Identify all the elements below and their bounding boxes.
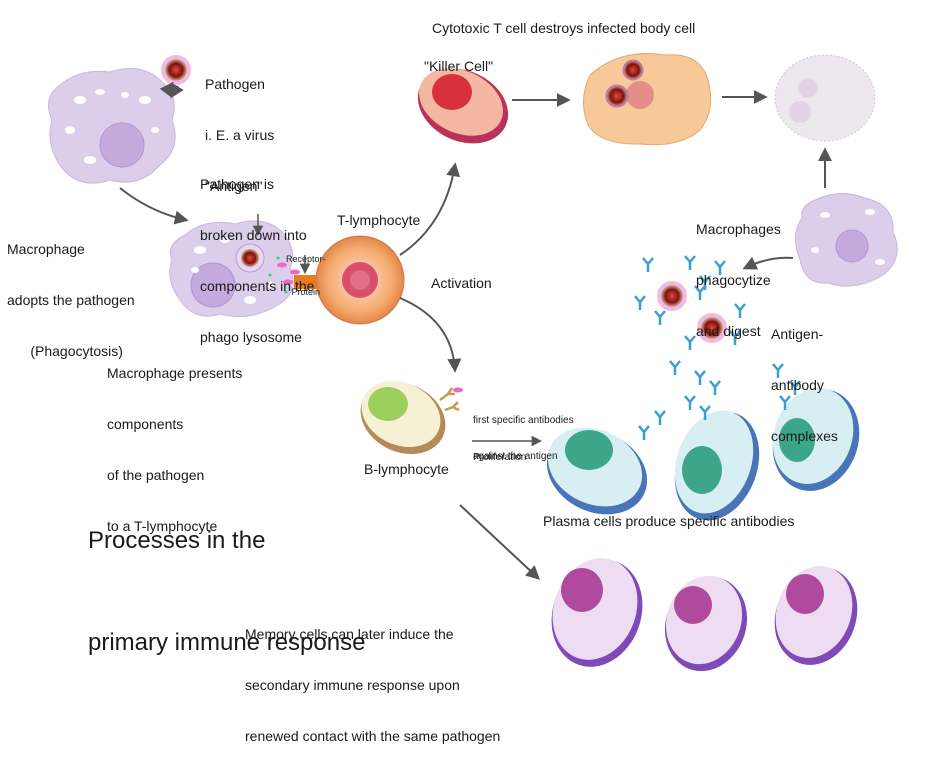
label-t-lymphocyte: T-lymphocyte — [337, 212, 421, 228]
destroyed-cell — [774, 54, 876, 142]
label-macrophage-adopts: Macrophage adopts the pathogen (Phagocyt… — [7, 241, 135, 359]
arrow-to-killer — [399, 162, 461, 256]
arrow-virus-out — [170, 82, 184, 99]
macrophage-presenting — [169, 220, 300, 317]
t-lymphocyte-cell — [315, 235, 405, 325]
receptor-protein — [294, 275, 320, 289]
label-complexes: Antigen- antibody complexes — [771, 326, 838, 444]
b-lymphocyte-cell — [360, 380, 463, 454]
diagram-canvas — [47, 53, 898, 672]
label-macrophages-digest: Macrophages phagocytize and digest — [696, 221, 781, 339]
label-first-antibodies: first specific antibodies against the an… — [473, 415, 574, 462]
arrow-phagocytosis — [119, 187, 189, 225]
antigen-antibody-complexes — [634, 255, 746, 350]
plasma-cell-2 — [674, 410, 760, 521]
label-plasma-cells: Plasma cells produce specific antibodies — [543, 513, 795, 529]
memory-cell-2 — [664, 575, 748, 672]
infected-cell — [583, 53, 712, 146]
label-macrophage-presents: Macrophage presents components of the pa… — [107, 365, 243, 534]
label-b-lymphocyte: B-lymphocyte — [364, 461, 449, 477]
virus-pathogen — [161, 55, 191, 85]
label-broken-down: Pathogen is broken down into components … — [200, 176, 315, 345]
arrow-to-memory — [459, 504, 541, 580]
arrow-macrophage-to-complexes — [742, 256, 794, 270]
arrow-activation — [399, 297, 462, 373]
diagram-title: Processes in the primary immune response — [88, 527, 366, 656]
plasma-cell-1 — [546, 427, 648, 515]
memory-cell-1 — [551, 558, 643, 667]
label-activation: Activation — [431, 275, 492, 291]
macrophage-right — [795, 193, 898, 287]
label-killer-cell: "Killer Cell" — [424, 58, 494, 74]
label-pathogen: Pathogen i. E. a virus "Antigen" — [205, 76, 275, 194]
label-memory-cells: Memory cells can later induce the second… — [245, 626, 501, 744]
secreted-antibodies — [638, 360, 801, 440]
plasma-cell-3 — [772, 388, 860, 491]
killer-cell — [417, 68, 509, 144]
memory-cell-3 — [774, 566, 858, 665]
caption-cytotoxic: Cytotoxic T cell destroys infected body … — [432, 20, 696, 36]
macrophage-top — [47, 67, 176, 184]
label-receptor: Receptor- Protein — [286, 254, 326, 297]
label-proliferation: Proliferation — [473, 452, 527, 463]
